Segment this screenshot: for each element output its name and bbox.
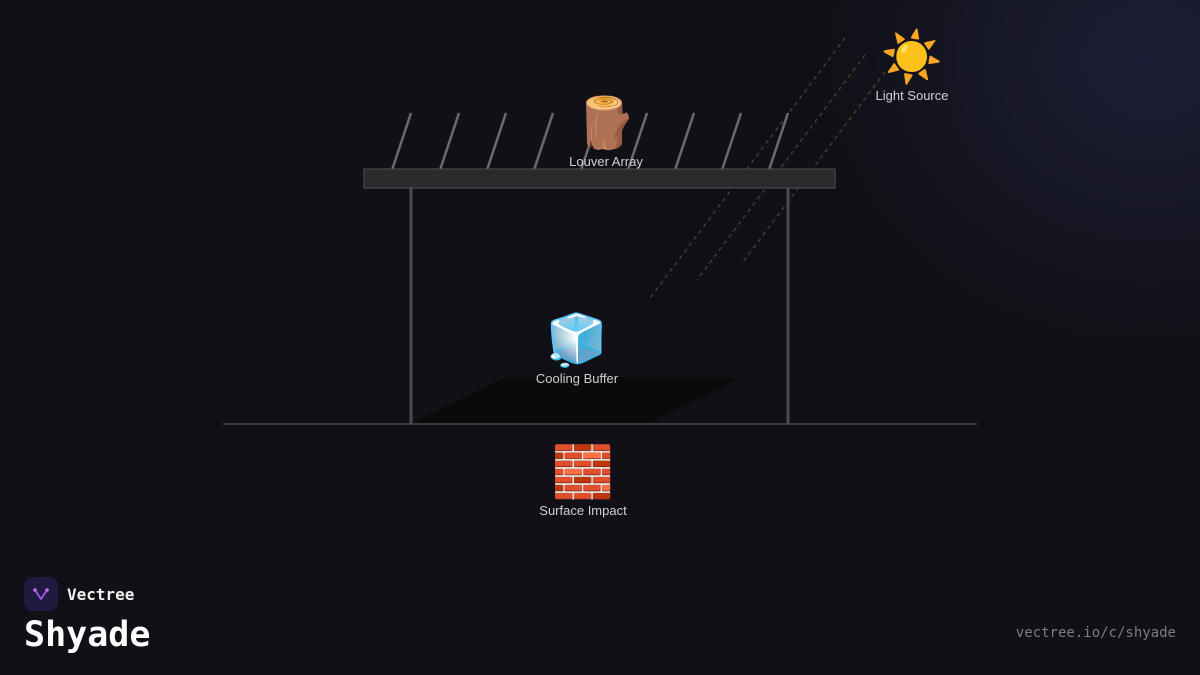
louver-slats <box>390 112 790 171</box>
louver-slat <box>390 112 413 171</box>
sun-icon: ☀️ <box>880 29 944 85</box>
louver-slat <box>626 112 649 171</box>
louver-array-label: Louver Array <box>569 154 643 169</box>
surface-impact-node: 🧱 Surface Impact <box>539 447 626 518</box>
louver-slat <box>532 112 555 171</box>
ground-shadow <box>412 377 742 423</box>
light-source-label: Light Source <box>875 88 949 103</box>
louver-slat <box>720 112 743 171</box>
product-title: Shyade <box>24 615 151 655</box>
light-ray <box>742 71 886 263</box>
cooling-buffer-label: Cooling Buffer <box>535 371 619 386</box>
light-source-node: ☀️ Light Source <box>876 32 949 103</box>
light-ray <box>649 37 846 299</box>
roof-beam <box>363 168 836 189</box>
cooling-buffer-node: 🧊 Cooling Buffer <box>536 315 618 386</box>
vectree-logo-icon <box>24 577 58 611</box>
louver-slat <box>673 112 696 171</box>
light-ray <box>696 54 866 281</box>
louver-slat <box>485 112 508 171</box>
wood-log-icon: 🪵 <box>574 95 638 151</box>
louver-slat <box>438 112 461 171</box>
brand-block: Vectree Shyade <box>24 577 150 655</box>
surface-impact-label: Surface Impact <box>539 503 627 518</box>
light-rays <box>649 37 886 299</box>
ice-cube-icon: 🧊 <box>545 312 609 368</box>
louver-array-node: 🪵 Louver Array <box>569 98 643 169</box>
brick-wall-icon: 🧱 <box>551 444 615 500</box>
louver-slat <box>767 112 790 171</box>
source-url: vectree.io/c/shyade <box>1015 625 1176 641</box>
louver-slat <box>579 112 602 171</box>
brand-name: Vectree <box>67 584 135 604</box>
